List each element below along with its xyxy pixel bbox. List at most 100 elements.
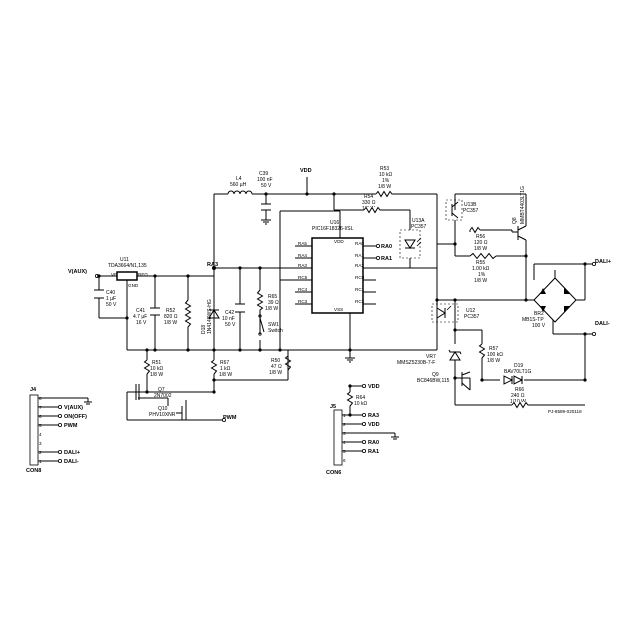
l4-ref: L4	[236, 176, 242, 182]
c39-ref: C39	[259, 171, 268, 177]
r67-value: 1 kΩ	[220, 366, 231, 372]
r66-ref: R66	[515, 387, 524, 393]
u11-value: TDA3664/N1,135	[108, 263, 147, 269]
r66-value: 240 Ω	[511, 393, 525, 399]
j4-ref: J4	[30, 387, 37, 393]
d19-ref: D19	[514, 363, 523, 369]
vaux-terminal	[95, 273, 100, 278]
svg-text:RC2: RC2	[355, 299, 365, 304]
optocoupler-u12: U12 PC357	[431, 303, 480, 323]
wiring	[97, 177, 586, 421]
u16-vss-pin: VSS	[334, 307, 343, 312]
q8-ref: Q8	[512, 217, 518, 224]
br2-value: MB1S-TP	[522, 317, 544, 323]
u16-right-pins: RA0 RA1 RA2 RC0 RC1 RC2	[355, 241, 376, 305]
r51-ref: R51	[152, 360, 161, 366]
pwm-net-label: PWM	[223, 415, 237, 421]
c42-ref: C42	[225, 310, 234, 316]
resistor-r51: R51 10 kΩ 1/8 W	[143, 359, 163, 378]
c39-rating: 50 V	[261, 183, 272, 189]
r67-ref: R67	[220, 360, 229, 366]
dali-plus-net-label: DALI+	[595, 259, 611, 265]
svg-text:3: 3	[39, 441, 42, 446]
r55-power: 1/8 W	[474, 278, 487, 284]
u16-left-pins: RA5 RA4 RA3 RC5 RC4 RC3	[295, 241, 312, 305]
svg-text:RA0: RA0	[355, 241, 364, 246]
inductor-l4: L4 560 µH	[227, 176, 253, 198]
resistor-r65: R65 39 Ω 1/8 W	[256, 289, 279, 312]
svg-text:RA4: RA4	[298, 253, 307, 258]
svg-text:RA0: RA0	[368, 440, 379, 446]
switch-sw1: SW1 Switch	[258, 314, 283, 336]
u13a-value: PC357	[411, 224, 427, 230]
j5-type: CON6	[326, 470, 341, 476]
sw1-value: Switch	[268, 328, 283, 334]
capacitor-c40: C40 1 µF 50 V	[94, 289, 117, 308]
q7-ref: Q7	[158, 387, 165, 393]
optocoupler-u13a: U13A PC357	[399, 218, 427, 259]
resistor-r66: R66 240 Ω 1/10 W	[510, 387, 530, 409]
u11-ref: U11	[120, 257, 129, 263]
r50-value: 47 Ω	[271, 364, 282, 370]
r55-ref: R55	[476, 260, 485, 266]
r54-value: 330 Ω	[362, 200, 376, 206]
r64-value: 10 kΩ	[354, 401, 367, 407]
q9-value: BC846BW,115	[417, 378, 450, 384]
r65-power: 1/8 W	[265, 306, 278, 312]
svg-text:4: 4	[39, 432, 42, 437]
svg-text:PWM: PWM	[64, 423, 78, 429]
c41-ref: C41	[136, 308, 145, 314]
resistor-r52: R52 820 Ω 1/8 W	[164, 299, 192, 330]
r65-ref: R65	[268, 294, 277, 300]
c39-value: 100 nF	[257, 177, 273, 183]
r50-ref: R50	[271, 358, 280, 364]
svg-text:DALI-: DALI-	[64, 459, 79, 465]
capacitor-c42: C42 10 nF 50 V	[222, 303, 245, 328]
ra3-net-label: RA3	[207, 262, 218, 268]
svg-text:RC5: RC5	[298, 275, 308, 280]
footer-code: PJ-8589-020118	[548, 409, 582, 414]
r53-value: 10 kΩ	[379, 172, 392, 178]
l4-value: 560 µH	[230, 182, 247, 188]
svg-text:VDD: VDD	[368, 422, 380, 428]
zener-vr7: VR7 MMSZ5230B-7-F	[397, 349, 462, 366]
q7-value: 2N7002	[154, 393, 172, 399]
vaux-label: V(AUX)	[68, 269, 87, 275]
connector-j5: J5 1 2 3 4 5 6 RA3 VDD RA0 RA1 CON6 VDD …	[326, 383, 399, 476]
mcu-u16: U16 PIC16F18326-I/SL VDD VSS RA5 RA4 RA3…	[295, 220, 376, 314]
r53-ref: R53	[380, 166, 389, 172]
d19-value: BAV70LT1G	[504, 369, 531, 375]
q9-ref: Q9	[432, 372, 439, 378]
r56-power: 1/8 W	[474, 246, 487, 252]
net-labels: VDD V(AUX) RA3 PWM DALI+ DALI- RA0 RA1	[68, 168, 611, 422]
q10-value: PHV10XNR	[149, 412, 176, 418]
j5-vdd-label: VDD	[368, 384, 380, 390]
u16-vdd-pin: VDD	[334, 239, 344, 244]
transistor-q8: Q8 MMBT4403LT1G	[512, 186, 527, 241]
c40-ref: C40	[106, 290, 115, 296]
u13a-ref: U13A	[412, 218, 425, 224]
r55-value: 1.00 kΩ	[472, 266, 490, 272]
r57-ref: R57	[489, 346, 498, 352]
ground-symbols	[345, 357, 355, 363]
r52-value: 820 Ω	[164, 314, 178, 320]
u13b-ref: U13B	[464, 202, 477, 208]
svg-text:RA1: RA1	[355, 253, 364, 258]
ra3-terminal	[211, 265, 216, 270]
r64-ref: R64	[356, 395, 365, 401]
junction-dots	[97, 192, 587, 394]
svg-text:RC0: RC0	[355, 275, 365, 280]
r56-ref: R56	[476, 234, 485, 240]
ra1-net-label: RA1	[381, 256, 392, 262]
dali-minus-net-label: DALI-	[595, 321, 610, 327]
svg-text:V(AUX): V(AUX)	[64, 405, 83, 411]
u11-vp: VP	[111, 272, 117, 277]
svg-text:ON(OFF): ON(OFF)	[64, 414, 87, 420]
u13b-value: PC357	[463, 208, 479, 214]
transistor-q9: Q9 BC846BW,115	[417, 371, 471, 391]
d18-value: 1N4148WS-HG	[207, 299, 213, 334]
dali-minus-terminal	[592, 331, 597, 336]
resistor-r67: R67 1 kΩ 1/8 W	[210, 359, 232, 378]
vdd-label: VDD	[300, 168, 312, 174]
j4-type: CON8	[26, 468, 41, 474]
